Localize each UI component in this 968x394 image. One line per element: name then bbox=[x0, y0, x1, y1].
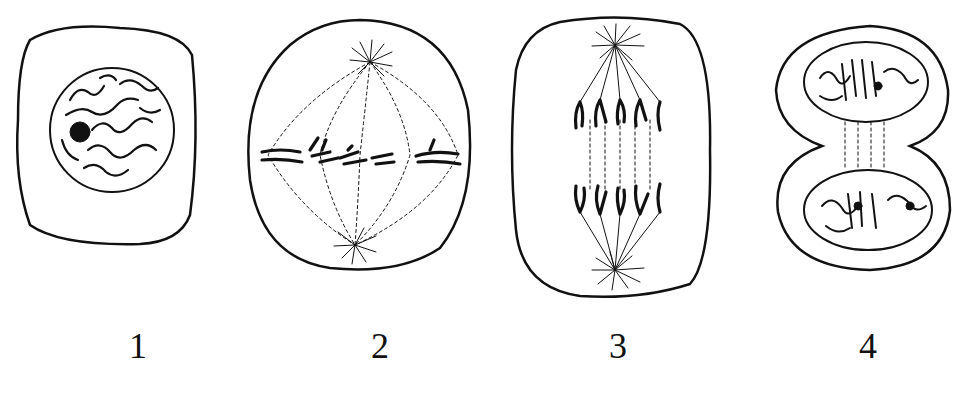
anaphase-cell bbox=[512, 17, 710, 296]
stage-number: 3 bbox=[607, 328, 629, 364]
stage-number: 1 bbox=[127, 328, 149, 364]
prophase-cell bbox=[17, 27, 195, 245]
stage-number: 2 bbox=[369, 328, 391, 364]
telophase-cell bbox=[776, 26, 950, 270]
stage-number: 4 bbox=[857, 328, 879, 364]
metaphase-cell bbox=[248, 20, 470, 269]
